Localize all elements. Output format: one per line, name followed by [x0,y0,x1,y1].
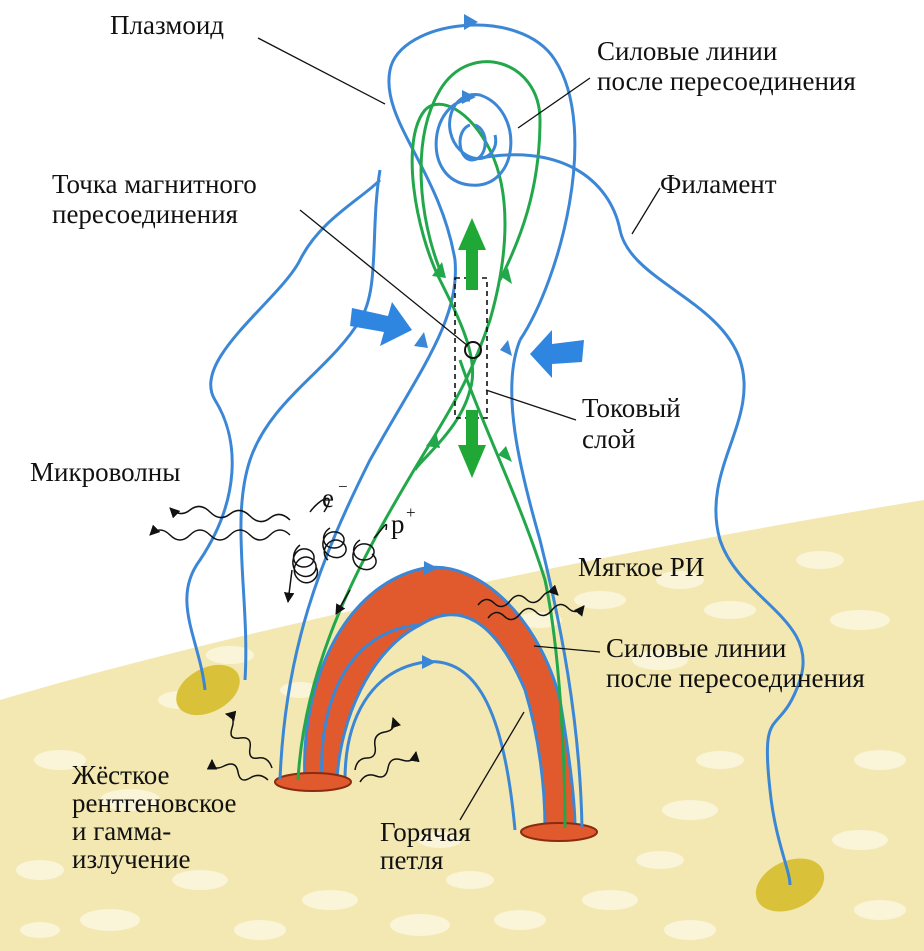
label-hot-loop-1: Горячая [380,817,471,847]
plasmoid-arrow-inner [462,90,476,104]
label-hard-xray-4: излучение [72,844,191,874]
label-reconnected-bottom-1: Силовые линии [606,633,786,663]
label-current-sheet-2: слой [582,424,635,454]
label-hard-xray-2: рентгеновское [72,788,237,818]
label-hot-loop-2: петля [380,845,443,875]
label-x-point-1: Точка магнитного [52,169,257,199]
label-proton: p [391,509,405,539]
plasmoid-arrow-top [464,14,478,30]
label-hard-xray-3: и гамма- [72,816,171,846]
current-sheet-box [455,278,487,418]
label-x-point-2: пересоединения [52,199,238,229]
footpoint-right [521,823,597,841]
inflow-arrow-left [350,302,412,346]
label-hard-xray-1: Жёсткое [72,760,170,790]
label-reconnected-bottom-2: после пересоединения [606,663,865,693]
label-proton-charge: + [406,503,416,522]
label-filament: Филамент [660,169,777,199]
label-electron-charge: − [338,477,348,496]
label-soft-xray: Мягкое РИ [578,552,704,582]
flow-arrow-blue-1 [414,332,428,348]
label-current-sheet-1: Токовый [582,393,681,423]
flow-arrow-blue-2 [500,340,512,356]
outflow-arrow-up [458,218,486,290]
inflow-arrow-right [530,330,584,378]
label-reconnected-top-2: после пересоединения [597,66,856,96]
electron-path-arrow [288,570,292,602]
label-plasmoid: Плазмоид [110,10,224,40]
footpoint-left [275,773,351,791]
flow-arrow-green-3 [426,432,440,448]
label-reconnected-top-1: Силовые линии [597,36,777,66]
proton-path-arrow [336,590,350,614]
plasmoid-inner-loop-2 [460,125,485,160]
label-electron: e [322,483,334,513]
label-microwaves: Микроволны [30,457,180,487]
